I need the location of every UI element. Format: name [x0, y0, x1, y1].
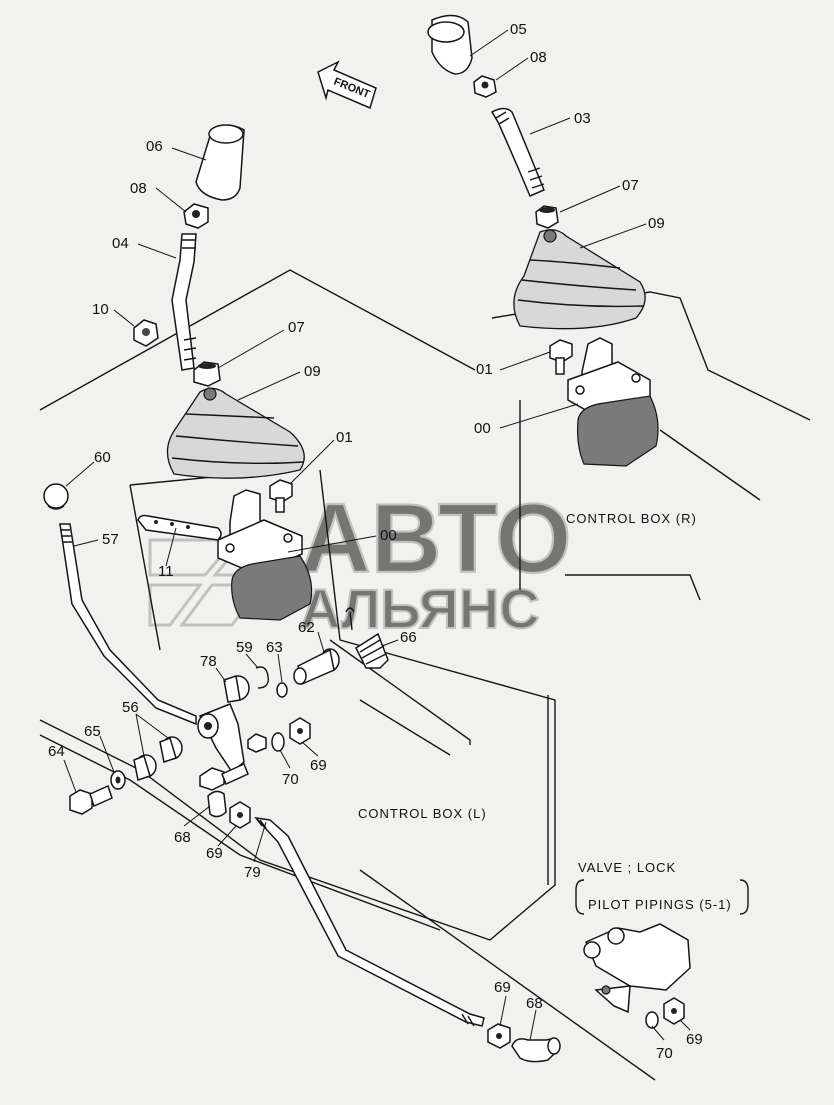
- bolt-small[interactable]: [247, 733, 267, 753]
- knob-60[interactable]: [43, 483, 69, 510]
- spring-pin-66[interactable]: [345, 607, 389, 669]
- nut-08-left[interactable]: [183, 203, 209, 229]
- nut-69c[interactable]: [487, 1023, 511, 1049]
- label-79: 79: [244, 864, 261, 881]
- boot-09-left[interactable]: [166, 387, 305, 479]
- bolt-pivot[interactable]: [199, 762, 249, 791]
- valve-lock-label: VALVE ; LOCK: [578, 860, 676, 875]
- pilot-valve-00-right[interactable]: [567, 337, 659, 467]
- boot-09-right[interactable]: [513, 229, 646, 330]
- label-00: 00: [474, 420, 491, 437]
- label-70: 70: [656, 1045, 673, 1062]
- nut-08-right[interactable]: [473, 75, 497, 98]
- part-labels: 05 08 03 07 09 01 00 06 08 04 10 07 09 0…: [48, 21, 703, 1062]
- label-69: 69: [686, 1031, 703, 1048]
- bolt-64[interactable]: [69, 784, 113, 815]
- washer-63[interactable]: [276, 682, 288, 698]
- label-60: 60: [94, 449, 111, 466]
- label-68: 68: [174, 829, 191, 846]
- label-69: 69: [310, 757, 327, 774]
- label-57: 57: [102, 531, 119, 548]
- front-arrow: FRONT: [317, 60, 377, 110]
- label-09: 09: [304, 363, 321, 380]
- lever-rod-left[interactable]: [171, 233, 197, 371]
- clip-59[interactable]: [255, 666, 269, 689]
- label-70: 70: [282, 771, 299, 788]
- label-00: 00: [380, 527, 397, 544]
- label-01: 01: [476, 361, 493, 378]
- nut-69b[interactable]: [229, 801, 251, 829]
- nut-69d[interactable]: [663, 997, 685, 1025]
- watermark-line1: АВТО: [300, 483, 571, 593]
- pilot-valve-00-left[interactable]: [217, 489, 313, 621]
- lever-grip-right[interactable]: [427, 14, 473, 75]
- leader-lines: [63, 29, 691, 1041]
- lever-grip-left[interactable]: [195, 124, 245, 201]
- watermark: АВТО АЛЬЯНС: [148, 482, 573, 641]
- label-10: 10: [92, 301, 109, 318]
- pilot-pipe-79[interactable]: [254, 816, 485, 1027]
- control-box-left-label: CONTROL BOX (L): [358, 806, 487, 821]
- pin-62[interactable]: [293, 648, 340, 686]
- elbow-68a[interactable]: [207, 790, 227, 818]
- label-05: 05: [510, 21, 527, 38]
- lock-valve[interactable]: [583, 923, 691, 1014]
- label-62: 62: [298, 619, 315, 636]
- nut-07-right[interactable]: [535, 205, 559, 229]
- valve-ref-bracket: [575, 879, 749, 915]
- washer-70b[interactable]: [645, 1011, 659, 1029]
- label-69: 69: [206, 845, 223, 862]
- label-08: 08: [530, 49, 547, 66]
- bolt-01-left[interactable]: [269, 479, 293, 513]
- label-59: 59: [236, 639, 253, 656]
- washer-65[interactable]: [110, 770, 126, 790]
- nut-07-left[interactable]: [193, 361, 221, 387]
- bushing-56b[interactable]: [133, 754, 157, 781]
- label-56: 56: [122, 699, 139, 716]
- bolt-01-right[interactable]: [549, 339, 573, 375]
- bushing-56a[interactable]: [159, 736, 183, 763]
- label-01: 01: [336, 429, 353, 446]
- nut-69a[interactable]: [289, 717, 311, 745]
- label-08: 08: [130, 180, 147, 197]
- control-box-right-label: CONTROL BOX (R): [566, 511, 697, 526]
- label-04: 04: [112, 235, 129, 252]
- valve-ref-label: PILOT PIPINGS (5-1): [588, 897, 732, 912]
- console-outline: [39, 269, 811, 1081]
- label-07: 07: [622, 177, 639, 194]
- label-64: 64: [48, 743, 65, 760]
- label-03: 03: [574, 110, 591, 127]
- pivot-bracket[interactable]: [197, 703, 245, 774]
- plug-10[interactable]: [133, 319, 159, 347]
- bushing-78[interactable]: [223, 675, 250, 703]
- lever-rod-57[interactable]: [59, 523, 197, 726]
- label-07: 07: [288, 319, 305, 336]
- label-65: 65: [84, 723, 101, 740]
- label-68: 68: [526, 995, 543, 1012]
- washer-70a[interactable]: [271, 732, 285, 752]
- label-63: 63: [266, 639, 283, 656]
- label-06: 06: [146, 138, 163, 155]
- label-78: 78: [200, 653, 217, 670]
- bracket-11[interactable]: [137, 514, 222, 541]
- lever-rod-right[interactable]: [490, 107, 545, 197]
- elbow-68b[interactable]: [511, 1037, 561, 1063]
- label-66: 66: [400, 629, 417, 646]
- label-69: 69: [494, 979, 511, 996]
- label-09: 09: [648, 215, 665, 232]
- label-11: 11: [158, 563, 174, 580]
